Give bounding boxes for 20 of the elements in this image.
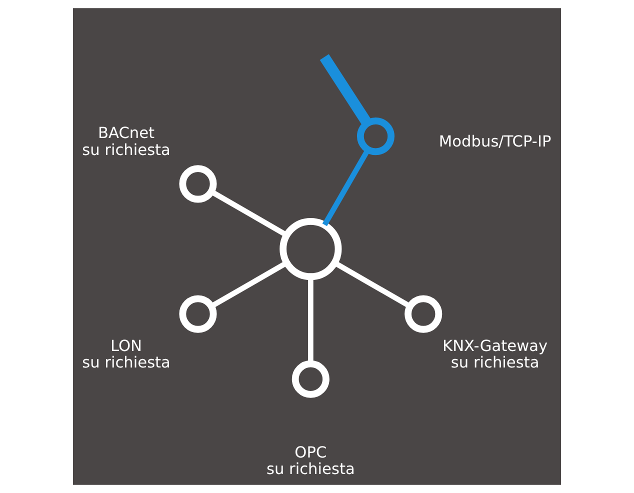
node-label: OPC — [294, 443, 327, 462]
node-label: su richiesta — [450, 354, 540, 372]
connector — [210, 260, 288, 309]
node-circle — [356, 118, 395, 156]
node-label: su richiesta — [82, 354, 170, 372]
node-label: su richiesta — [266, 460, 355, 478]
node-label: BACnet — [98, 124, 155, 142]
connector — [322, 148, 370, 226]
node-label: KNX-Gateway — [442, 336, 548, 355]
node-circle — [292, 360, 330, 398]
node-circle — [280, 218, 342, 280]
connector — [334, 260, 412, 309]
node-label: su richiesta — [82, 140, 170, 159]
connector — [320, 54, 372, 126]
connector — [210, 189, 288, 238]
node-label: LON — [110, 336, 142, 355]
node-circle — [404, 295, 442, 333]
node-circle — [179, 165, 217, 203]
node-circle — [179, 295, 217, 333]
node-label: Modbus/TCP-IP — [438, 132, 552, 150]
